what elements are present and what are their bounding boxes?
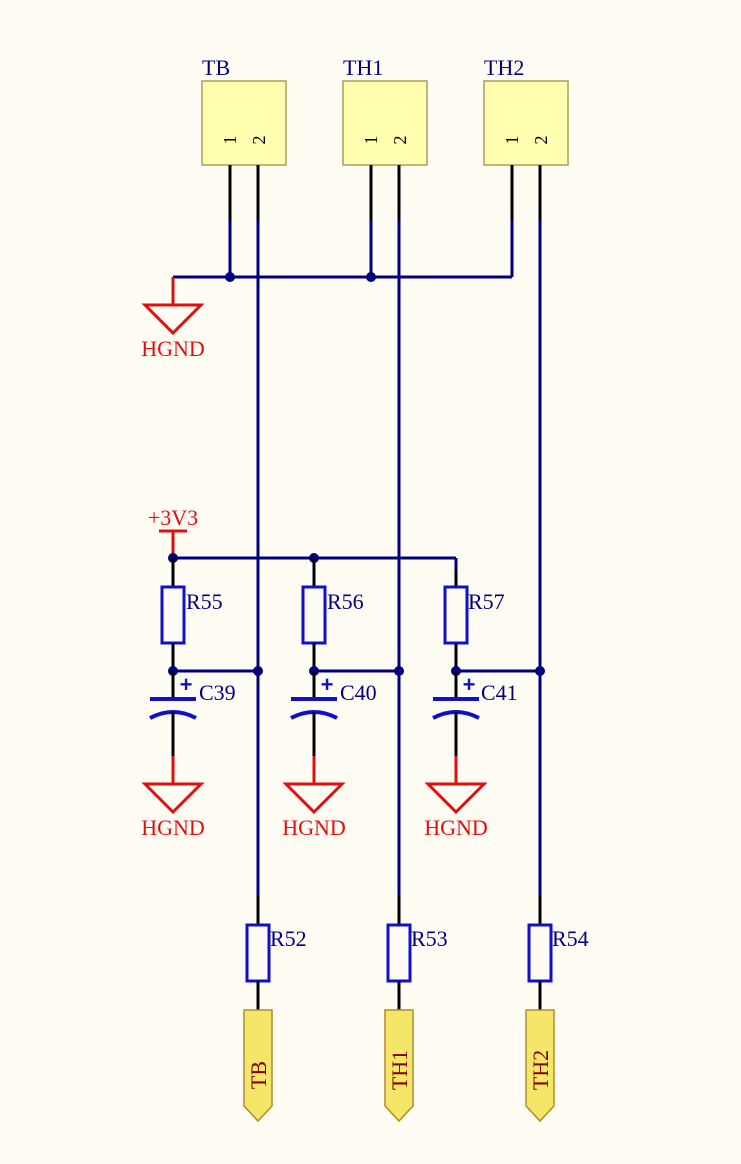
resistor-r56 xyxy=(301,585,327,645)
connector-label: TH1 xyxy=(343,55,383,80)
capacitor-label: C41 xyxy=(481,680,518,705)
resistor-label: R55 xyxy=(186,589,223,614)
channel-1: R55 + C39 HGND xyxy=(141,558,263,840)
port-label: TH2 xyxy=(528,1050,553,1090)
capacitor-label: C39 xyxy=(199,680,236,705)
resistor-label: R56 xyxy=(327,589,364,614)
ground-label: HGND xyxy=(141,815,205,840)
ground-label: HGND xyxy=(424,815,488,840)
ground-label: HGND xyxy=(282,815,346,840)
pin-number: 2 xyxy=(390,136,410,145)
svg-text:+: + xyxy=(321,672,334,697)
ground-symbol-top: HGND xyxy=(141,277,205,361)
resistor-label: R57 xyxy=(468,589,505,614)
resistor-r53 xyxy=(386,923,412,983)
resistor-label: R53 xyxy=(411,926,448,951)
pin-stubs xyxy=(228,165,542,220)
resistor-label: R54 xyxy=(552,926,589,951)
junction-dot xyxy=(366,272,376,282)
connector-th1: TH1 1 2 xyxy=(342,55,428,166)
channel-2: R56 + C40 HGND xyxy=(282,558,404,840)
pin-number: 2 xyxy=(531,136,551,145)
channel-3: R57 + C41 HGND xyxy=(424,570,545,840)
connector-body xyxy=(483,80,569,166)
ground-symbol xyxy=(141,782,205,815)
resistor-r57 xyxy=(443,585,469,645)
junction-dot xyxy=(394,666,404,676)
connector-body xyxy=(201,80,287,166)
resistor-r52 xyxy=(245,923,271,983)
resistor-label: R52 xyxy=(270,926,307,951)
ground-bus xyxy=(173,220,514,282)
supply-label: +3V3 xyxy=(148,505,198,530)
port-th2: TH2 xyxy=(525,1009,555,1123)
connector-label: TB xyxy=(202,55,230,80)
port-tb: TB xyxy=(243,1009,273,1123)
pin-number: 2 xyxy=(249,136,269,145)
junction-dot xyxy=(535,666,545,676)
capacitor-label: C40 xyxy=(340,680,377,705)
resistor-r54 xyxy=(527,923,553,983)
pin-number: 1 xyxy=(502,136,522,145)
resistor-r55 xyxy=(160,585,186,645)
ground-symbol xyxy=(424,782,488,815)
connector-body xyxy=(342,80,428,166)
svg-text:+: + xyxy=(463,672,476,697)
svg-text:+: + xyxy=(180,672,193,697)
junction-dot xyxy=(253,666,263,676)
pin-number: 1 xyxy=(220,136,240,145)
port-label: TB xyxy=(246,1061,271,1089)
pin-number: 1 xyxy=(361,136,381,145)
power-supply: +3V3 xyxy=(148,505,458,570)
series-resistors: R52 R53 R54 xyxy=(245,895,589,1010)
connector-th2: TH2 1 2 xyxy=(483,55,569,166)
connector-tb: TB 1 2 xyxy=(201,55,287,166)
port-label: TH1 xyxy=(387,1050,412,1090)
junction-dot xyxy=(225,272,235,282)
connector-label: TH2 xyxy=(484,55,524,80)
ground-label: HGND xyxy=(141,336,205,361)
port-th1: TH1 xyxy=(384,1009,414,1123)
ground-symbol xyxy=(282,782,346,815)
